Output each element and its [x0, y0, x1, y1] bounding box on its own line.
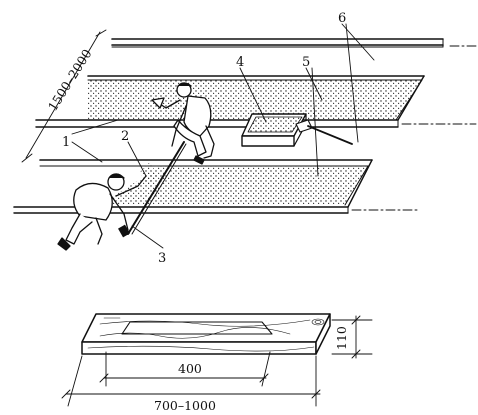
callout-3: 3 [158, 251, 166, 266]
worker-lower [57, 173, 147, 251]
callout-1: 1 [62, 135, 70, 150]
callout-6: 6 [338, 11, 346, 26]
rule-height-label: 110 [334, 326, 349, 350]
callout-labels: 1 2 3 4 5 6 [62, 11, 346, 266]
mortar-box [241, 113, 307, 147]
callout-2: 2 [121, 129, 129, 144]
detail-dimensions [61, 315, 373, 407]
guide-rail-top [111, 38, 477, 48]
callout-4: 4 [236, 55, 244, 70]
rule-total-length-label: 700–1000 [154, 398, 216, 413]
callout-leaders [71, 23, 375, 249]
callout-5: 5 [302, 55, 310, 70]
screed-rule-in-use [127, 141, 187, 235]
strip-spacing-label: 1500–2000 [45, 46, 95, 113]
rule-insert-length-label: 400 [178, 361, 202, 376]
strip-spacing-dimension [21, 29, 107, 163]
worker-upper [151, 82, 215, 165]
screed-rule-detail [81, 313, 331, 355]
shovel [295, 119, 353, 145]
